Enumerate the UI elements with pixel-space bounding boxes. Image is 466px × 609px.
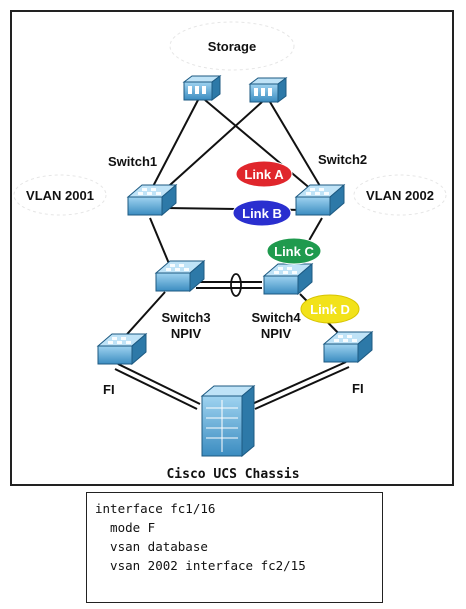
link-a-badge: Link A bbox=[235, 160, 293, 188]
switch3-device bbox=[155, 260, 205, 292]
link-a-label: Link A bbox=[244, 167, 284, 182]
fi-left-label: FI bbox=[103, 382, 115, 397]
line-storage2-switch2 bbox=[269, 101, 321, 187]
chassis-label: Cisco UCS Chassis bbox=[166, 467, 299, 482]
link-b-label: Link B bbox=[242, 206, 282, 221]
line-storage1-switch2 bbox=[204, 99, 313, 191]
config-line: vsan 2002 interface fc2/15 bbox=[95, 558, 306, 573]
switch2-label: Switch2 bbox=[318, 152, 367, 167]
switch2-device bbox=[295, 184, 345, 216]
link-b-badge: Link B bbox=[232, 199, 292, 227]
fi-right-label: FI bbox=[352, 381, 364, 396]
vlan-2002-cloud bbox=[353, 174, 447, 216]
config-line: vsan database bbox=[95, 539, 208, 554]
fi-chassis-links bbox=[114, 361, 350, 410]
storage-label: Storage bbox=[208, 39, 256, 54]
switch4-device bbox=[263, 263, 313, 295]
fi-right-device bbox=[323, 331, 373, 363]
link-c-badge: Link C bbox=[266, 237, 322, 265]
ucs-chassis-device bbox=[200, 384, 256, 458]
line-storage2-switch1 bbox=[159, 101, 263, 195]
storage-array-left bbox=[183, 75, 221, 101]
line-switch1-switch3 bbox=[149, 217, 171, 267]
config-line: interface fc1/16 bbox=[95, 501, 216, 516]
storage-array-right bbox=[249, 77, 287, 103]
link-d-shape bbox=[300, 294, 360, 324]
link-c-shape bbox=[266, 237, 322, 265]
switch4-label: Switch4 bbox=[251, 310, 301, 325]
fi-left-device bbox=[97, 333, 147, 365]
config-box: interface fc1/16 mode F vsan database vs… bbox=[86, 492, 383, 603]
storage-cloud bbox=[169, 21, 295, 71]
vlan-2002-label: VLAN 2002 bbox=[366, 188, 434, 203]
switch3-label: Switch3 bbox=[161, 310, 210, 325]
link-d-label: Link D bbox=[310, 302, 350, 317]
config-line: mode F bbox=[95, 520, 156, 535]
vlan-2001-label: VLAN 2001 bbox=[26, 188, 94, 203]
link-b-shape bbox=[232, 199, 292, 227]
link-d-badge: Link D bbox=[300, 294, 360, 324]
line-storage1-switch1 bbox=[147, 99, 199, 197]
switch3-npiv-label: NPIV bbox=[171, 326, 202, 341]
switch1-label: Switch1 bbox=[108, 154, 157, 169]
switch4-npiv-label: NPIV bbox=[261, 326, 292, 341]
vlan-2001-cloud bbox=[13, 174, 107, 216]
link-c-label: Link C bbox=[274, 244, 314, 259]
link-a-shape bbox=[235, 160, 293, 188]
port-channel-switch3-switch4 bbox=[196, 273, 262, 297]
switch1-device bbox=[127, 184, 177, 216]
